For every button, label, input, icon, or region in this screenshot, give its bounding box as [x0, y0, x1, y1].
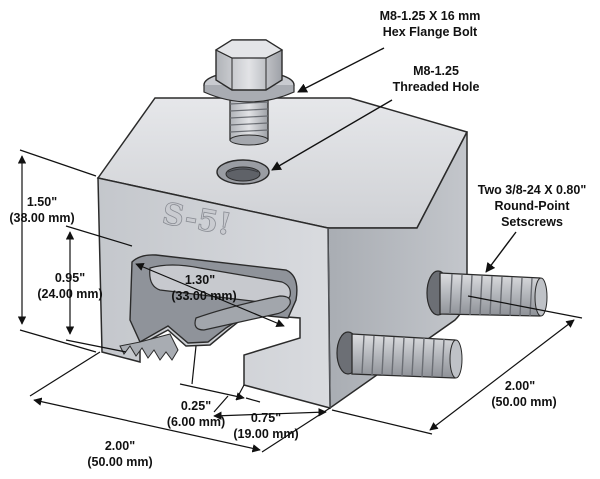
lip-label-mm: (19.00 mm)	[233, 427, 298, 441]
callout-labels: M8-1.25 X 16 mm Hex Flange Bolt M8-1.25 …	[380, 9, 587, 229]
hex-flange-bolt	[203, 39, 295, 146]
depth-label-mm: (50.00 mm)	[491, 395, 556, 409]
width-label-in: 2.00"	[105, 439, 135, 453]
lip-label-in: 0.75"	[251, 411, 281, 425]
callout-leaders	[271, 47, 517, 273]
bolt-leader	[297, 47, 385, 93]
width-dim-line	[33, 397, 261, 453]
dimension-labels: 1.50" (38.00 mm) 0.95" (24.00 mm) 1.30" …	[9, 195, 556, 469]
slot-height-label-mm: (24.00 mm)	[37, 287, 102, 301]
hole-leader	[271, 99, 393, 171]
slot-depth-label-mm: (33.00 mm)	[171, 289, 236, 303]
gap-label-mm: (6.00 mm)	[167, 415, 225, 429]
slot-depth-label-in: 1.30"	[185, 273, 215, 287]
setscrew-label-line3: Setscrews	[501, 215, 563, 229]
depth-label-in: 2.00"	[505, 379, 535, 393]
setscrew-leader	[485, 231, 517, 273]
setscrew-label-line1: Two 3/8-24 X 0.80"	[478, 183, 587, 197]
bolt-label-line1: M8-1.25 X 16 mm	[380, 9, 481, 23]
hole-label-line2: Threaded Hole	[393, 80, 480, 94]
bolt-label-line2: Hex Flange Bolt	[383, 25, 478, 39]
setscrew-label-line2: Round-Point	[495, 199, 571, 213]
lip-dim-line	[213, 408, 327, 420]
slot-depth-dim-line	[135, 263, 285, 327]
dimension-lines	[17, 149, 583, 453]
threaded-hole	[216, 159, 270, 185]
hole-label-line1: M8-1.25	[413, 64, 459, 78]
height-label-mm: (38.00 mm)	[9, 211, 74, 225]
front-edge	[327, 227, 331, 409]
height-label-in: 1.50"	[27, 195, 57, 209]
slot-teeth	[119, 333, 179, 361]
setscrew-upper	[426, 270, 548, 317]
slot-height-label-in: 0.95"	[55, 271, 85, 285]
depth-dim-line	[429, 319, 575, 431]
width-label-mm: (50.00 mm)	[87, 455, 152, 469]
gap-label-in: 0.25"	[181, 399, 211, 413]
setscrew-lower	[336, 331, 463, 379]
